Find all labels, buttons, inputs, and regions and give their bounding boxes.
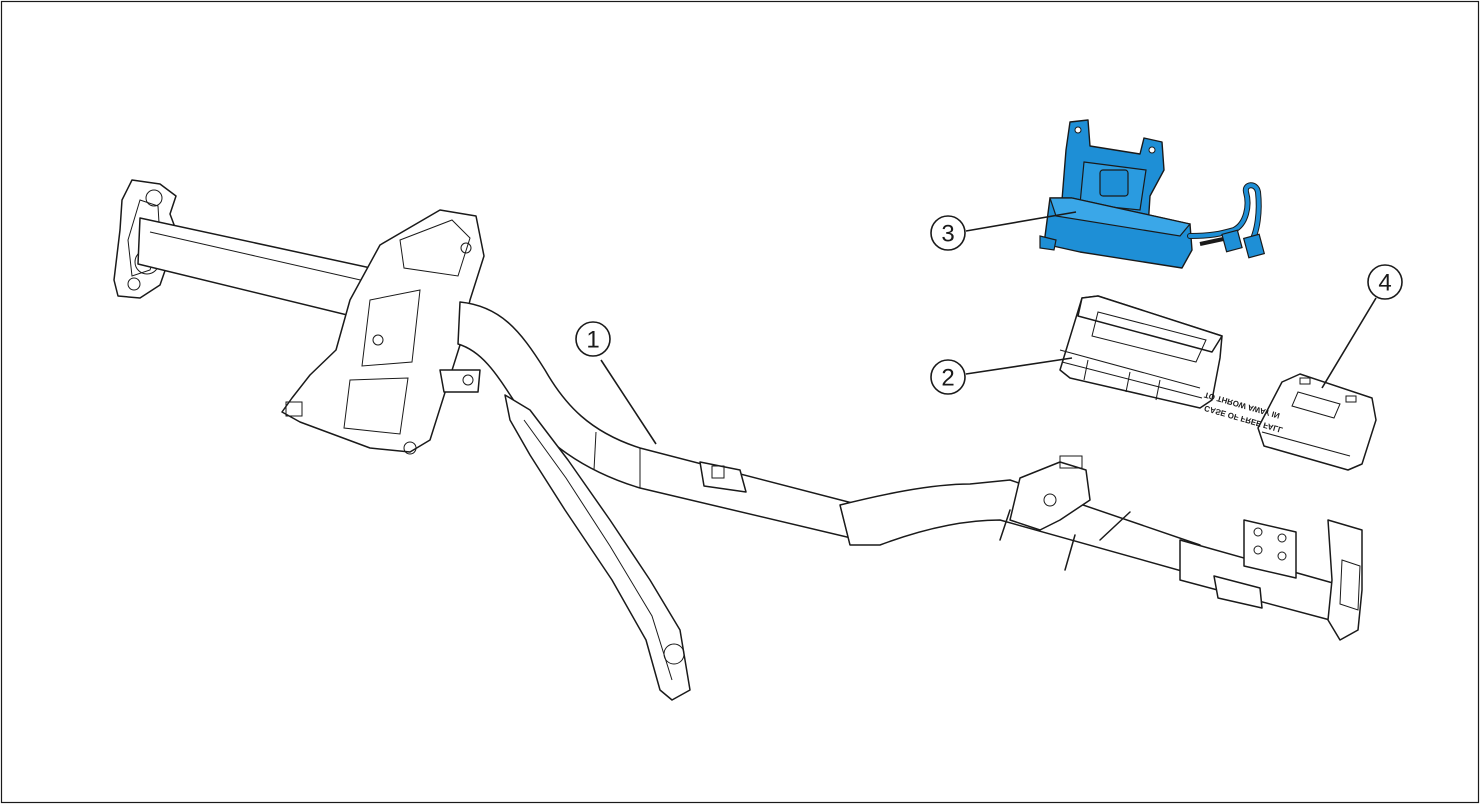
cross-car-beam — [113, 179, 1363, 701]
callout-1: 1 — [575, 321, 657, 445]
highlighted-module-with-bracket — [1039, 119, 1266, 269]
callout-4-label: 4 — [1378, 270, 1391, 297]
callout-3: 3 — [930, 211, 1077, 251]
callout-4: 4 — [1321, 264, 1403, 389]
module-box — [1059, 295, 1223, 409]
callout-2: 2 — [930, 357, 1073, 395]
callout-1-label: 1 — [586, 327, 599, 354]
small-relay-module: TO THROW AWAY IN CASE OF FREE FALL — [1203, 373, 1377, 471]
callout-3-label: 3 — [941, 221, 954, 248]
callout-2-label: 2 — [941, 365, 954, 392]
